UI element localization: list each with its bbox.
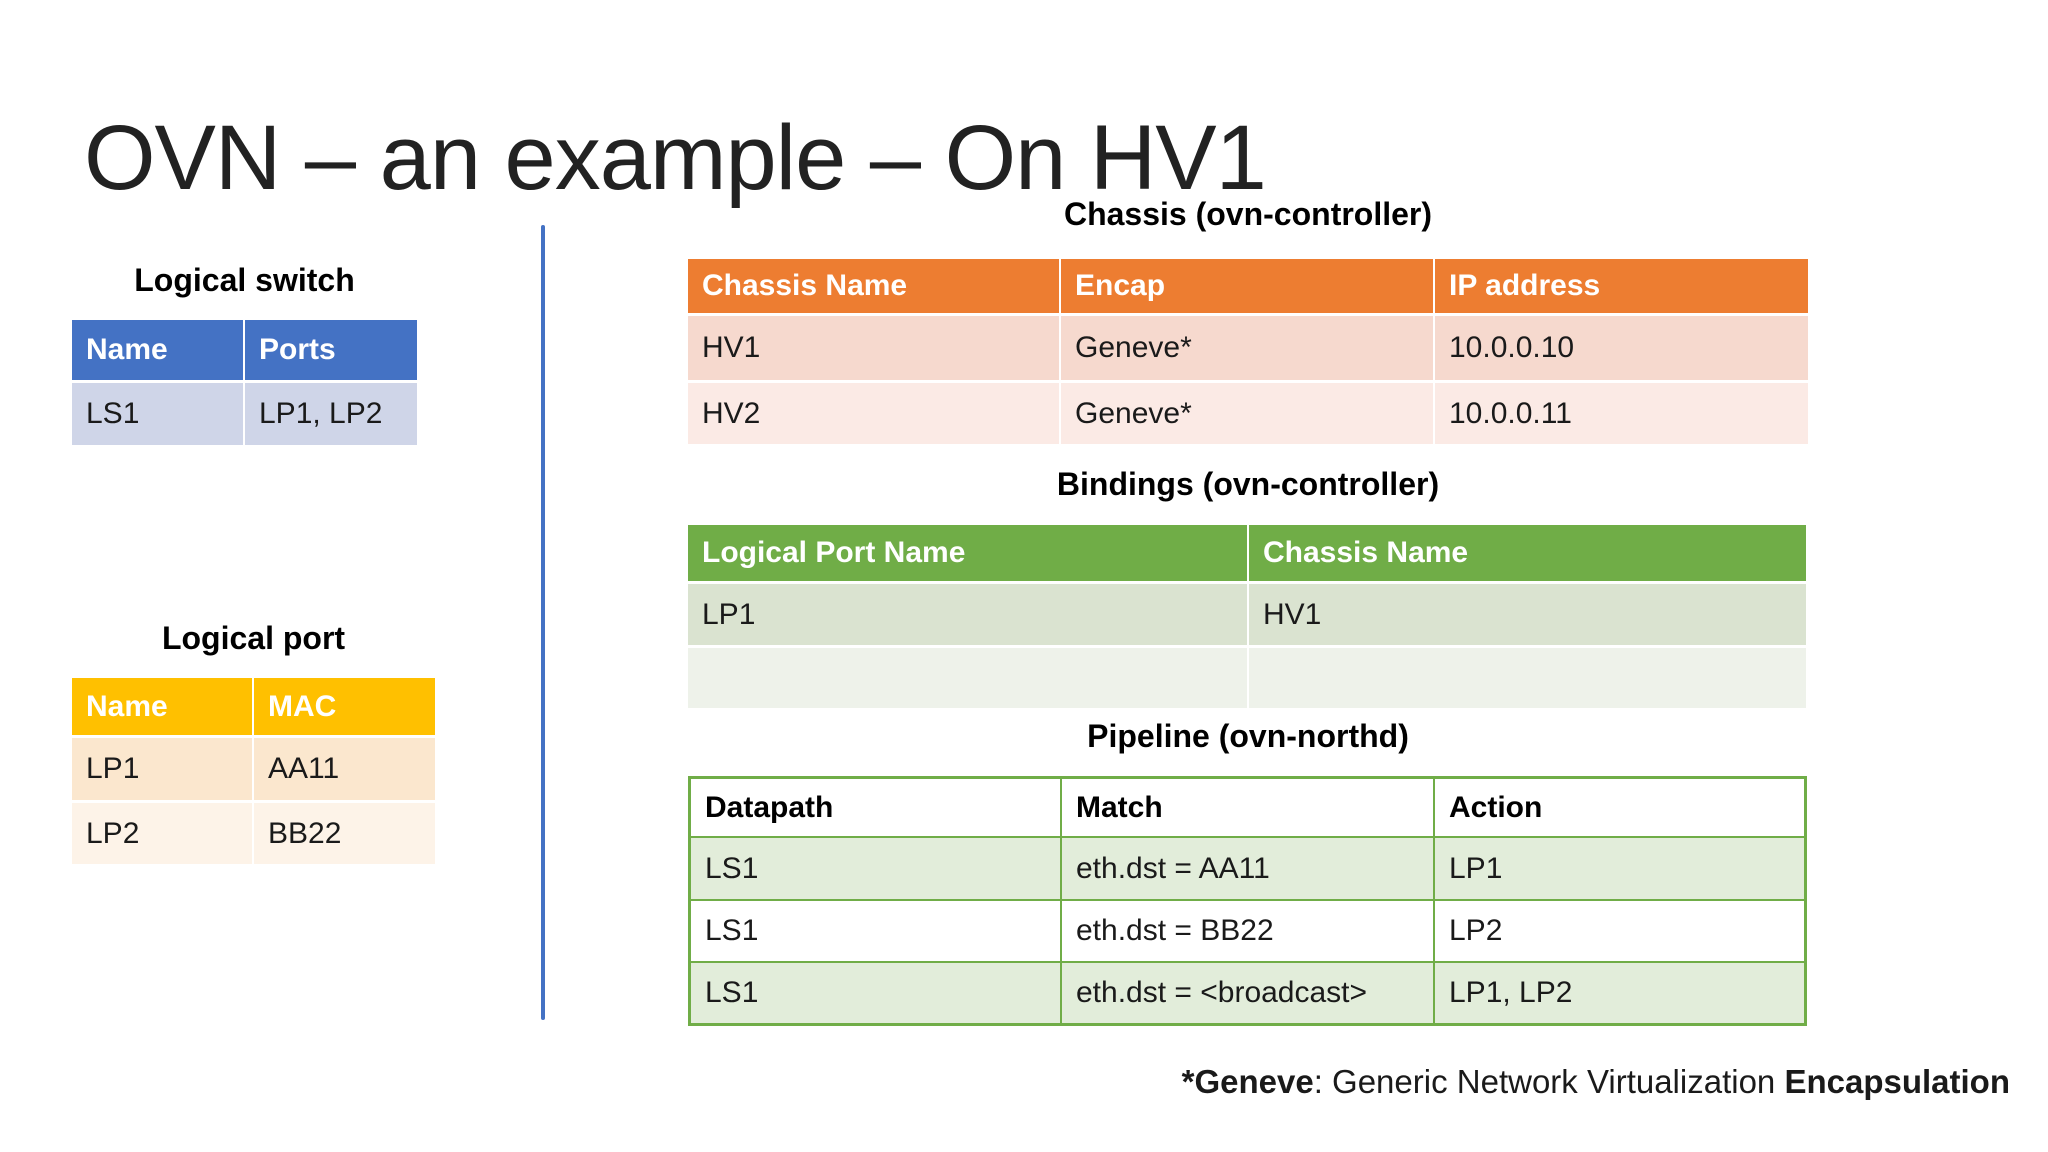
table-cell: LP1	[688, 584, 1247, 645]
logical-port-heading: Logical port	[161, 620, 346, 656]
table-cell: LP1	[72, 738, 252, 800]
column-header: Name	[72, 320, 243, 380]
footnote: *Geneve: Generic Network Virtualization …	[1182, 1063, 2010, 1101]
page-title: OVN – an example – On HV1	[84, 106, 1267, 209]
table-cell: BB22	[254, 803, 435, 864]
table-cell: LP2	[72, 803, 252, 864]
table-cell: LP1, LP2	[245, 383, 417, 445]
column-header: MAC	[254, 678, 435, 735]
table-cell: HV1	[688, 316, 1059, 380]
table-cell: eth.dst = AA11	[1062, 838, 1433, 899]
table-cell: Geneve*	[1061, 316, 1433, 380]
table-cell: eth.dst = <broadcast>	[1062, 963, 1433, 1023]
table-cell: eth.dst = BB22	[1062, 901, 1433, 961]
table-cell: LP2	[1435, 901, 1804, 961]
table-cell	[1249, 648, 1806, 708]
logical-port-table: Name MAC LP1 AA11 LP2 BB22	[72, 678, 435, 864]
column-header: Datapath	[691, 779, 1060, 836]
bindings-table: Logical Port Name Chassis Name LP1 HV1	[688, 525, 1806, 708]
pipeline-table: Datapath Match Action LS1 eth.dst = AA11…	[688, 776, 1807, 1026]
table-cell: LP1	[1435, 838, 1804, 899]
table-cell: LS1	[691, 838, 1060, 899]
table-cell: Geneve*	[1061, 383, 1433, 444]
column-header: Encap	[1061, 259, 1433, 313]
column-header: Chassis Name	[1249, 525, 1806, 581]
bindings-heading: Bindings (ovn-controller)	[1056, 466, 1440, 502]
chassis-heading: Chassis (ovn-controller)	[1063, 196, 1433, 232]
table-cell: AA11	[254, 738, 435, 800]
column-header: Ports	[245, 320, 417, 380]
column-header: Chassis Name	[688, 259, 1059, 313]
table-cell	[688, 648, 1247, 708]
logical-switch-heading: Logical switch	[134, 262, 355, 298]
column-header: Logical Port Name	[688, 525, 1247, 581]
column-header: Action	[1435, 779, 1804, 836]
table-cell: LP1, LP2	[1435, 963, 1804, 1023]
table-cell: 10.0.0.11	[1435, 383, 1808, 444]
footnote-definition: : Generic Network Virtualization	[1313, 1063, 1785, 1100]
table-cell: 10.0.0.10	[1435, 316, 1808, 380]
logical-switch-table: Name Ports LS1 LP1, LP2	[72, 320, 417, 445]
pipeline-heading: Pipeline (ovn-northd)	[1087, 718, 1409, 754]
vertical-divider-line	[541, 225, 545, 1020]
table-cell: LS1	[72, 383, 243, 445]
table-cell: HV2	[688, 383, 1059, 444]
column-header: Match	[1062, 779, 1433, 836]
table-cell: LS1	[691, 901, 1060, 961]
table-cell: HV1	[1249, 584, 1806, 645]
chassis-table: Chassis Name Encap IP address HV1 Geneve…	[688, 259, 1808, 444]
table-cell: LS1	[691, 963, 1060, 1023]
column-header: IP address	[1435, 259, 1808, 313]
column-header: Name	[72, 678, 252, 735]
footnote-term: *Geneve	[1181, 1063, 1314, 1100]
footnote-emphasis: Encapsulation	[1784, 1063, 2010, 1100]
